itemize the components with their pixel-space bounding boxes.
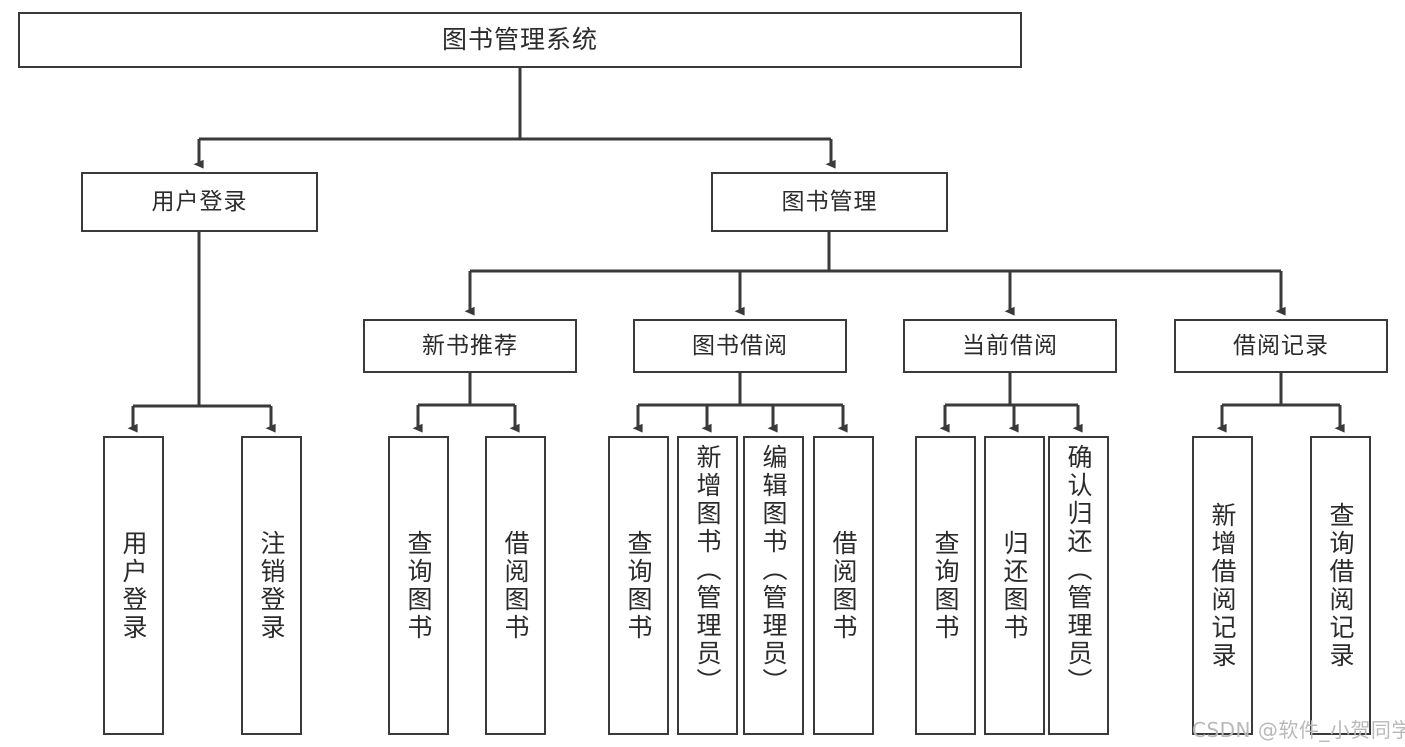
leaf-user-login-logout-label: 注销登录 [257, 529, 286, 642]
leaf-new-book-query[interactable]: 查询图书 [388, 436, 449, 735]
leaf-book-borrow-edit-label: 编辑图书（管理员） [759, 444, 788, 696]
node-user-login-label: 用户登录 [151, 188, 248, 215]
node-current-borrow[interactable]: 当前借阅 [903, 319, 1117, 373]
node-new-book-recommend-label: 新书推荐 [422, 332, 518, 359]
leaf-current-borrow-confirm-return[interactable]: 确认归还（管理员） [1048, 436, 1109, 735]
node-book-borrow[interactable]: 图书借阅 [633, 319, 847, 373]
node-book-borrow-label: 图书借阅 [692, 332, 788, 359]
leaf-current-borrow-return-label: 归还图书 [1000, 529, 1029, 642]
node-book-management-label: 图书管理 [781, 188, 878, 215]
leaf-current-borrow-query-label: 查询图书 [931, 529, 960, 642]
leaf-book-borrow-query-label: 查询图书 [624, 529, 653, 642]
leaf-new-book-query-label: 查询图书 [404, 529, 433, 642]
leaf-user-login-login-label: 用户登录 [119, 529, 148, 642]
node-root-label: 图书管理系统 [441, 24, 598, 54]
leaf-book-borrow-borrow[interactable]: 借阅图书 [813, 436, 874, 735]
leaf-user-login-logout[interactable]: 注销登录 [241, 436, 302, 735]
leaf-new-book-borrow[interactable]: 借阅图书 [485, 436, 546, 735]
leaf-borrow-record-add-label: 新增借阅记录 [1208, 501, 1237, 670]
leaf-borrow-record-add[interactable]: 新增借阅记录 [1192, 436, 1253, 735]
leaf-book-borrow-add-label: 新增图书（管理员） [693, 444, 722, 696]
node-borrow-record[interactable]: 借阅记录 [1174, 319, 1388, 373]
leaf-current-borrow-query[interactable]: 查询图书 [915, 436, 976, 735]
leaf-current-borrow-return[interactable]: 归还图书 [984, 436, 1045, 735]
leaf-book-borrow-edit[interactable]: 编辑图书（管理员） [743, 436, 804, 735]
leaf-book-borrow-add[interactable]: 新增图书（管理员） [677, 436, 738, 735]
node-current-borrow-label: 当前借阅 [962, 332, 1058, 359]
leaf-current-borrow-confirm-return-label: 确认归还（管理员） [1064, 444, 1093, 696]
node-user-login[interactable]: 用户登录 [81, 172, 318, 232]
node-root[interactable]: 图书管理系统 [18, 12, 1022, 68]
leaf-borrow-record-query-label: 查询借阅记录 [1326, 501, 1355, 670]
node-book-management[interactable]: 图书管理 [711, 172, 948, 232]
csdn-watermark: CSDN @软件_小贺同学 [1192, 718, 1405, 742]
leaf-book-borrow-borrow-label: 借阅图书 [829, 529, 858, 642]
leaf-user-login-login[interactable]: 用户登录 [103, 436, 164, 735]
node-borrow-record-label: 借阅记录 [1233, 332, 1329, 359]
node-new-book-recommend[interactable]: 新书推荐 [363, 319, 577, 373]
leaf-borrow-record-query[interactable]: 查询借阅记录 [1310, 436, 1371, 735]
leaf-book-borrow-query[interactable]: 查询图书 [608, 436, 669, 735]
leaf-new-book-borrow-label: 借阅图书 [501, 529, 530, 642]
